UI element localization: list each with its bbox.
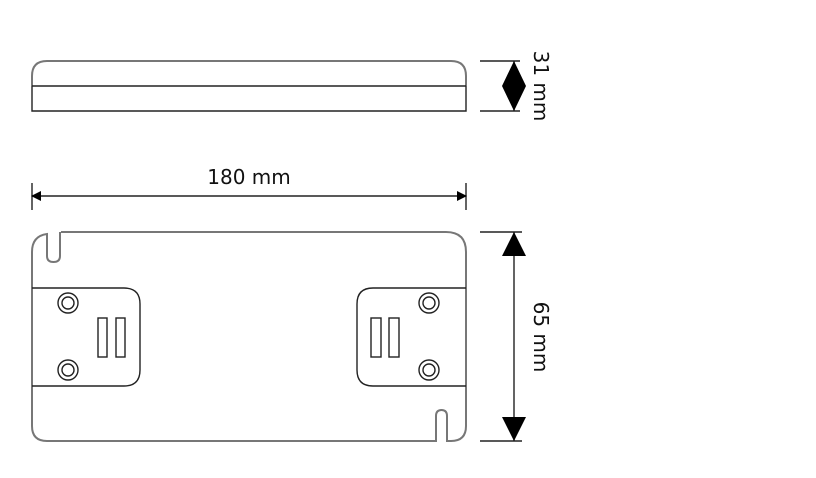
side-view-base-outline <box>31 85 467 112</box>
arrow-up-icon <box>502 232 526 256</box>
terminal-slot <box>97 317 108 358</box>
right-terminal-block <box>356 287 466 387</box>
screw-head <box>61 363 75 377</box>
left-terminal-block <box>32 287 141 387</box>
top-view <box>31 231 467 442</box>
screw-head <box>422 296 436 310</box>
arrow-up-icon <box>502 61 526 86</box>
screw-icon <box>418 359 440 381</box>
height-label: 31 mm <box>529 51 553 122</box>
terminal-slot <box>370 317 382 358</box>
housing-outline <box>31 231 467 442</box>
screw-icon <box>418 292 440 314</box>
terminal-plate <box>356 287 466 387</box>
width-label: 65 mm <box>529 302 553 373</box>
screw-head <box>422 363 436 377</box>
arrow-down-icon <box>502 86 526 111</box>
terminal-plate <box>32 287 141 387</box>
height-dimension: 31 mm <box>480 51 553 122</box>
length-label: 180 mm <box>207 165 291 189</box>
terminal-slot <box>388 317 400 358</box>
screw-icon <box>57 359 79 381</box>
length-dimension: 180 mm <box>31 165 467 210</box>
screw-head <box>61 296 75 310</box>
width-dimension: 65 mm <box>480 231 553 442</box>
terminal-slot <box>115 317 126 358</box>
screw-icon <box>57 292 79 314</box>
arrow-down-icon <box>502 417 526 441</box>
side-view-top-outline <box>31 60 467 86</box>
side-view <box>31 60 467 112</box>
